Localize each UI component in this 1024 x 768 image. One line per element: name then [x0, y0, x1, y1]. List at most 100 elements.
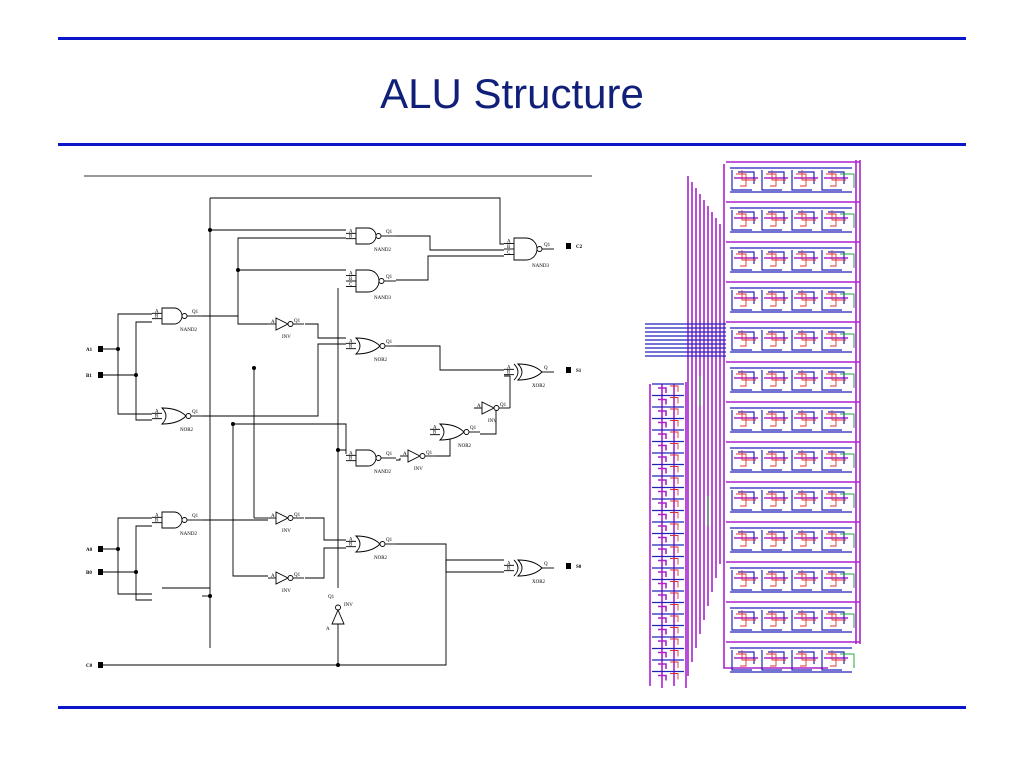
layout-trace [840, 173, 855, 188]
layout-trace [791, 530, 812, 551]
junction-dot [208, 228, 212, 232]
gate-pin-label: A [349, 272, 353, 277]
junction-dot [134, 570, 138, 574]
layout-trace [670, 489, 679, 496]
output-pin-C2 [566, 243, 571, 249]
wire [396, 345, 504, 371]
inverter-n4 [400, 449, 436, 463]
wire [305, 323, 346, 339]
wire [396, 543, 504, 573]
alu-chip-layout [645, 160, 861, 688]
gate-u5 [152, 511, 202, 529]
layout-trace [761, 250, 782, 271]
layout-trace [741, 170, 756, 181]
gate-pin-label: B [507, 567, 511, 572]
layout-trace [821, 570, 842, 591]
gate-u1 [152, 307, 202, 325]
inverter-pin-label: A [477, 404, 481, 409]
layout-trace [840, 213, 855, 228]
layout-trace [831, 170, 846, 181]
layout-trace [658, 513, 667, 520]
layout-trace [658, 433, 667, 439]
layout-trace [741, 250, 756, 261]
layout-trace [731, 250, 752, 271]
output-pin-label: C2 [576, 245, 583, 250]
junction-dot [336, 663, 340, 667]
junction-dot [336, 448, 340, 452]
layout-trace [821, 290, 842, 311]
layout-trace [791, 490, 812, 511]
junction-dot [116, 547, 120, 551]
layout-trace [670, 535, 679, 542]
inverter-type-label: INV [344, 603, 353, 608]
layout-trace [840, 293, 855, 308]
layout-trace [801, 530, 816, 541]
gate-output-label: Q1 [386, 230, 393, 235]
layout-trace [670, 592, 679, 599]
layout-trace [831, 330, 846, 341]
gate-u6 [504, 237, 554, 261]
inverter-output-label: Q1 [294, 573, 301, 578]
gate-pin-label: B [349, 277, 353, 282]
slide-title: ALU Structure [380, 70, 644, 117]
layout-trace [731, 610, 752, 631]
layout-trace [670, 581, 679, 588]
inverter-output-label: Q1 [294, 319, 301, 324]
gate-pin-label: A [349, 537, 353, 542]
wire [233, 423, 347, 454]
layout-trace [791, 370, 812, 391]
wire [305, 517, 346, 541]
layout-trace [831, 490, 846, 501]
inverter-n1 [268, 317, 304, 331]
layout-trace [670, 615, 679, 622]
gate-output-label: Q1 [386, 275, 393, 280]
layout-trace [761, 170, 782, 191]
layout-trace [831, 410, 846, 421]
layout-trace [840, 493, 855, 508]
inverter-n5 [474, 401, 510, 415]
layout-trace [791, 250, 812, 271]
layout-trace [771, 370, 786, 381]
gate-pin-label: B [349, 345, 353, 350]
input-pin-label: B0 [86, 571, 92, 576]
gate-pin-label: A [155, 409, 159, 414]
gate-output-label: Q1 [386, 538, 393, 543]
layout-trace [761, 210, 782, 231]
layout-trace [821, 530, 842, 551]
wire [237, 269, 346, 316]
layout-trace [840, 533, 855, 548]
inverter-type-label: INV [282, 589, 291, 594]
inverter-pin-label: A [271, 574, 275, 579]
layout-trace [761, 450, 782, 471]
layout-trace [658, 536, 667, 543]
gate-pin-label: B [433, 431, 437, 436]
layout-trace [801, 170, 816, 181]
layout-trace [670, 408, 679, 415]
layout-trace [821, 370, 842, 391]
layout-trace [670, 661, 679, 668]
gate-pin-label: A [349, 451, 353, 456]
layout-trace [771, 210, 786, 221]
layout-trace [658, 387, 667, 393]
layout-trace [840, 613, 855, 628]
layout-trace [658, 444, 667, 451]
inverter-pin-label: A [326, 627, 330, 632]
layout-trace [840, 333, 855, 348]
input-pin-label: A1 [86, 348, 93, 353]
layout-trace [658, 571, 667, 577]
junction-dot [231, 422, 235, 426]
layout-trace [741, 530, 756, 541]
gate-x2 [504, 559, 554, 577]
layout-trace [670, 466, 679, 473]
input-pin-A1 [98, 346, 103, 352]
layout-trace [831, 570, 846, 581]
layout-trace [801, 370, 816, 381]
layout-trace [831, 610, 846, 621]
layout-trace [771, 410, 786, 421]
layout-trace [821, 250, 842, 271]
gate-output-label: Q1 [386, 452, 393, 457]
wire [103, 559, 504, 666]
layout-trace [831, 210, 846, 221]
layout-trace [658, 548, 667, 554]
layout-trace [658, 559, 667, 566]
